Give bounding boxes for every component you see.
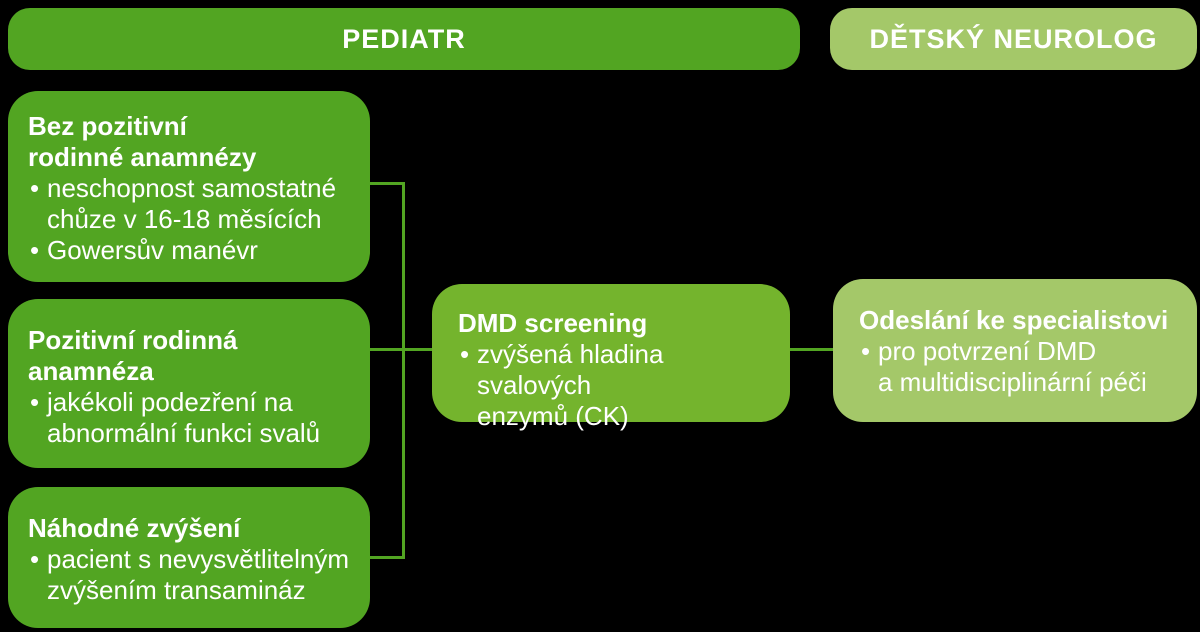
connector-screening-to-referral: [790, 348, 833, 351]
box-positive-family-history: Pozitivní rodinná anamnéza • jakékoli po…: [8, 299, 370, 468]
box-specialist-referral: Odeslání ke specialistovi • pro potvrzen…: [833, 279, 1197, 422]
header-pediatr-label: PEDIATR: [342, 23, 466, 54]
bullet-text: neschopnost samostatné chůze v 16-18 měs…: [47, 173, 337, 234]
box-dmd-screening: DMD screening • zvýšená hladina svalovýc…: [432, 284, 790, 431]
bullet-item: • neschopnost samostatné chůze v 16-18 m…: [28, 173, 356, 235]
bullet-text: pro potvrzení DMD a multidisciplinární p…: [878, 336, 1147, 397]
connector-vertical-junction: [402, 182, 405, 559]
bullet-item: • pacient s nevysvětlitelným zvýšením tr…: [28, 544, 356, 606]
bullet-text: Gowersův manévr: [47, 235, 258, 265]
bullet-text: pacient s nevysvětlitelným zvýšením tran…: [47, 544, 350, 605]
box-no-family-history-title: Bez pozitivní rodinné anamnézy: [28, 111, 257, 172]
bullet-item: • jakékoli podezření na abnormální funkc…: [28, 387, 356, 449]
connector-incidental-to-junction: [370, 556, 403, 559]
bullet-text: zvýšená hladina svalových enzymů (CK): [477, 339, 664, 431]
box-dmd-screening-title: DMD screening: [458, 308, 648, 338]
box-no-family-history: Bez pozitivní rodinné anamnézy • neschop…: [8, 91, 370, 282]
bullet-text: jakékoli podezření na abnormální funkci …: [47, 387, 321, 448]
bullet-icon: •: [460, 339, 470, 369]
bullet-item: • zvýšená hladina svalových enzymů (CK): [458, 339, 776, 432]
bullet-icon: •: [30, 544, 40, 574]
bullet-item: • pro potvrzení DMD a multidisciplinární…: [859, 336, 1183, 398]
box-incidental-elevation: Náhodné zvýšení • pacient s nevysvětlite…: [8, 487, 370, 628]
header-child-neurologist: DĚTSKÝ NEUROLOG: [830, 8, 1197, 70]
bullet-icon: •: [30, 235, 40, 265]
box-positive-family-history-title: Pozitivní rodinná anamnéza: [28, 325, 238, 386]
bullet-icon: •: [30, 387, 40, 417]
bullet-icon: •: [861, 336, 871, 366]
box-specialist-referral-title: Odeslání ke specialistovi: [859, 305, 1169, 335]
connector-positive-history-to-screening: [370, 348, 432, 351]
bullet-icon: •: [30, 173, 40, 203]
header-child-neurologist-label: DĚTSKÝ NEUROLOG: [869, 23, 1158, 54]
bullet-item: • Gowersův manévr: [28, 235, 356, 266]
connector-no-history-to-junction: [370, 182, 403, 185]
header-pediatr: PEDIATR: [8, 8, 800, 70]
box-incidental-elevation-title: Náhodné zvýšení: [28, 513, 241, 543]
